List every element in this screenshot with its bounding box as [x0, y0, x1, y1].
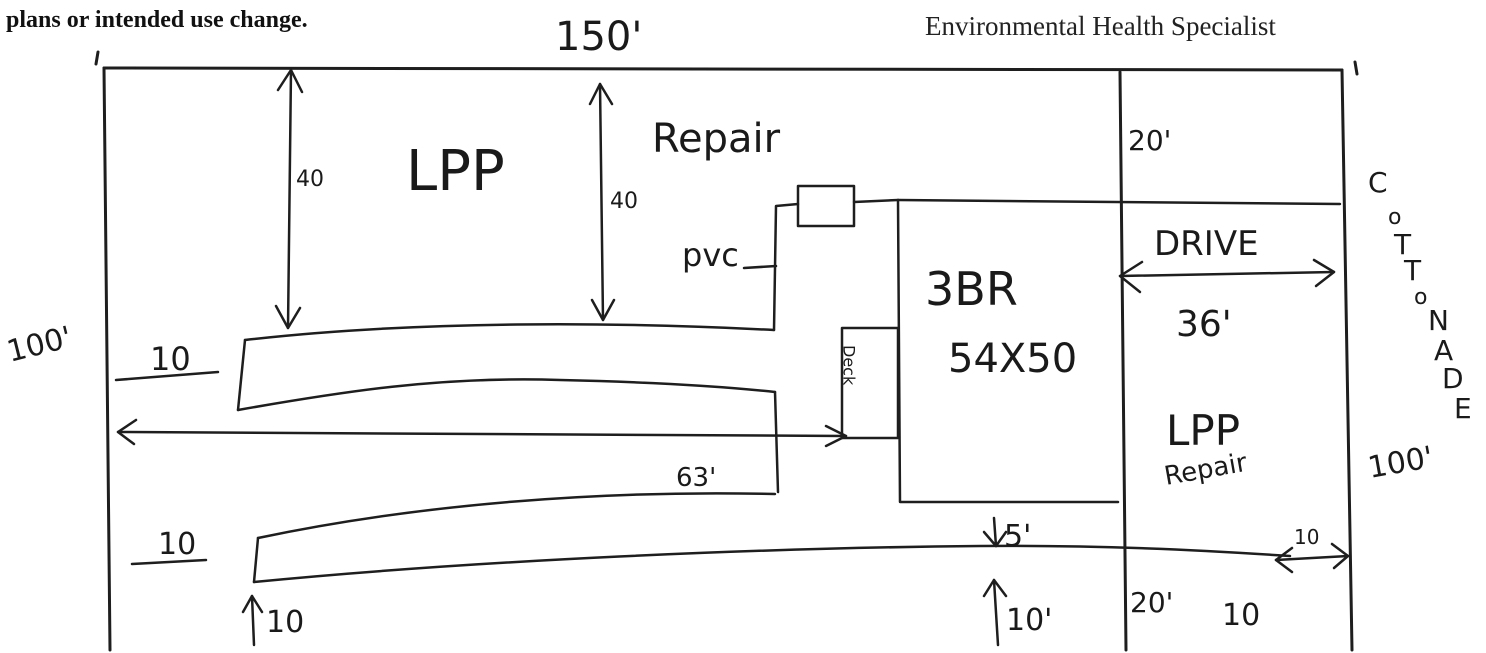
right-reserve-corner-note: 10	[1222, 598, 1260, 633]
septic-tank	[796, 184, 856, 228]
trench-spacing-line-bottom	[130, 558, 208, 566]
street-letter: A	[1434, 334, 1453, 367]
drainfield-trench-bottom	[252, 492, 1292, 584]
lot-top-line	[102, 66, 1344, 72]
top-right-tick	[1353, 60, 1359, 76]
drainfield-run-length: 63'	[676, 463, 716, 493]
drainfield-label: LPP	[406, 139, 505, 204]
drive-top-line	[896, 198, 1342, 206]
trench-spacing-top-label: 10	[150, 340, 191, 378]
street-letter: D	[1442, 362, 1464, 395]
drainfield-trench-top	[236, 323, 780, 494]
top-left-tick	[94, 50, 100, 66]
house-setback-lower: 10'	[1006, 603, 1052, 638]
drive-left-line	[1118, 70, 1128, 652]
trench-spacing-line-top	[114, 370, 220, 382]
drainfield-setback-right: 40	[610, 189, 638, 214]
repair-area-label: Repair	[652, 116, 781, 162]
dimension-arrow-right-40	[588, 82, 616, 322]
drainfield-setback-left: 40	[296, 167, 324, 192]
plans-note-text: plans or intended use change.	[6, 7, 308, 33]
drive-setback-bottom: 20'	[1130, 586, 1173, 619]
lot-depth-left-label: 100'	[3, 320, 75, 370]
drive-width-label: 36'	[1176, 304, 1232, 345]
street-letter: E	[1454, 392, 1472, 425]
lot-right-line	[1340, 68, 1354, 652]
street-letter: o	[1414, 285, 1427, 310]
street-letter: T	[1393, 228, 1412, 261]
trench-spacing-bottom-label: 10	[158, 527, 196, 562]
street-letter: N	[1428, 304, 1449, 337]
dimension-arrow-right-10	[1274, 542, 1350, 574]
pvc-pipe-label: pvc	[682, 236, 739, 274]
lot-depth-right-label: 100'	[1365, 440, 1436, 486]
lot-width-label: 150'	[555, 14, 642, 60]
drive-setback-top: 20'	[1128, 124, 1171, 157]
deck-label: Deck	[840, 345, 859, 386]
dimension-arrow-house-5	[982, 516, 1008, 548]
dimension-arrow-lower-10	[982, 578, 1008, 647]
house-setback-bottom: 5'	[1004, 519, 1031, 554]
drainfield-setback-bottom: 10	[266, 605, 304, 640]
pvc-pipe	[742, 198, 900, 332]
signature-title: Environmental Health Specialist	[925, 11, 1276, 41]
lot-boundary	[94, 50, 1359, 652]
lot-left-line	[102, 66, 112, 652]
street-letter: o	[1388, 205, 1401, 230]
dimension-arrow-63	[116, 418, 848, 448]
drive-setback-right: 10	[1294, 525, 1319, 549]
house-outline	[896, 198, 1120, 504]
street-letter: C	[1368, 166, 1388, 199]
drive-label: DRIVE	[1154, 224, 1259, 264]
street-letter: T	[1403, 254, 1422, 287]
dimension-arrow-bottom-left-10	[241, 594, 264, 647]
street-name-vertical: C o T T o N A D E	[1368, 166, 1472, 425]
house-size-label: 54X50	[948, 336, 1077, 382]
right-reserve-label-line1: LPP	[1166, 406, 1240, 455]
house-bedrooms-label: 3BR	[925, 262, 1018, 316]
dimension-arrow-drive-36	[1118, 258, 1336, 294]
dimension-arrow-left-40	[274, 68, 304, 330]
